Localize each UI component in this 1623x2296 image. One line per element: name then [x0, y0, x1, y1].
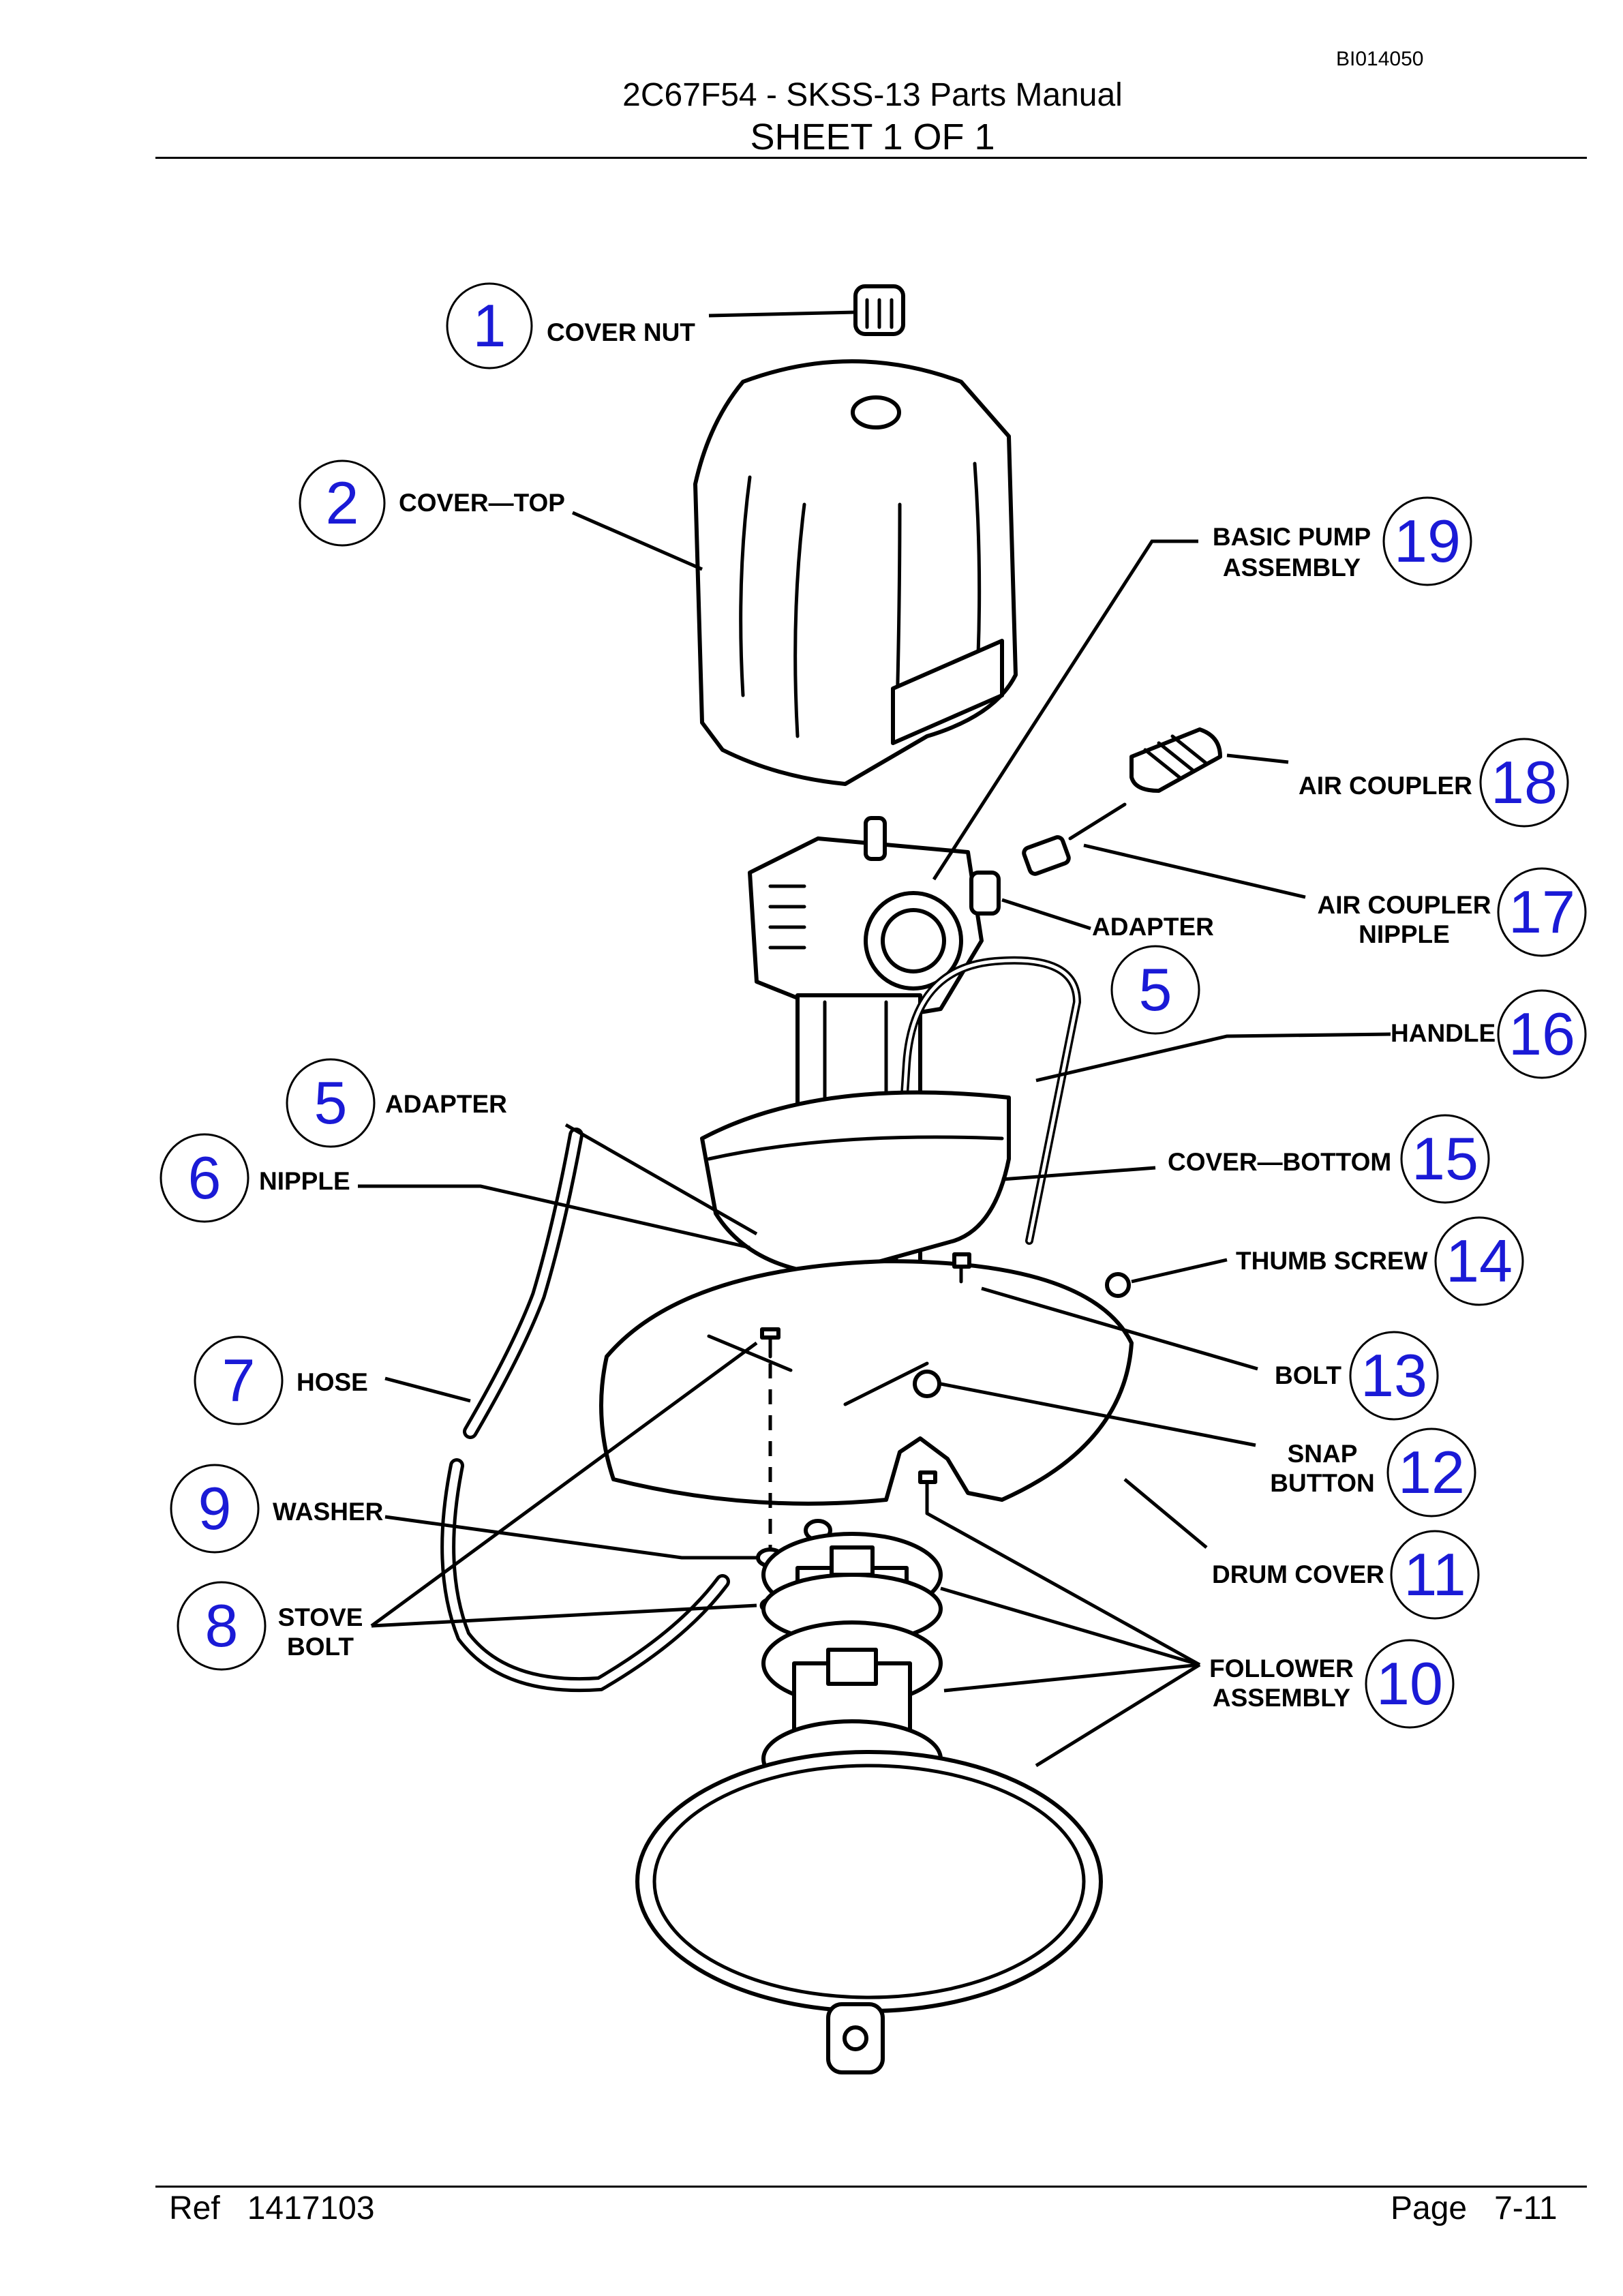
callout-17: 17 AIR COUPLER NIPPLE — [1318, 867, 1587, 957]
callout-number: 14 — [1446, 1227, 1513, 1295]
callout-label: NIPPLE — [259, 1167, 350, 1195]
callout-label: THUMB SCREW — [1236, 1247, 1428, 1275]
callout-bubble — [1390, 1530, 1480, 1620]
callout-label: BUTTON — [1270, 1469, 1374, 1497]
air-coupler-nipple-part — [1022, 835, 1071, 876]
callout-bubble — [1365, 1639, 1455, 1729]
callout-label: COVER—TOP — [399, 489, 565, 517]
callout-bubble — [177, 1581, 267, 1671]
callout-16: 16 HANDLE — [1391, 989, 1587, 1079]
callout-bubble — [1434, 1216, 1524, 1306]
callout-label: SNAP — [1288, 1440, 1358, 1468]
callout-bubble — [1497, 989, 1587, 1079]
callout-label: WASHER — [273, 1498, 383, 1526]
callout-label: NIPPLE — [1359, 920, 1450, 948]
footer-divider — [155, 2186, 1587, 2188]
sheet-number: SHEET 1 OF 1 — [750, 117, 995, 157]
callout-label: AIR COUPLER — [1299, 772, 1472, 800]
callout-7: 7 HOSE — [194, 1335, 368, 1425]
callout-label: COVER—BOTTOM — [1168, 1148, 1391, 1176]
callout-bubble — [160, 1133, 249, 1223]
hose-part — [440, 1128, 730, 1693]
callout-label: ASSEMBLY — [1213, 1684, 1351, 1712]
callout-number: 5 — [314, 1069, 348, 1136]
callout-8: 8 STOVE BOLT — [177, 1581, 363, 1671]
callout-label: FOLLOWER — [1209, 1655, 1354, 1682]
document-title: 2C67F54 - SKSS-13 Parts Manual — [622, 77, 1123, 113]
callout-14: 14 THUMB SCREW — [1236, 1216, 1524, 1306]
callout-6: 6 NIPPLE — [160, 1133, 350, 1223]
callout-label: BOLT — [287, 1633, 354, 1661]
callout-number: 19 — [1394, 507, 1461, 575]
callout-number: 15 — [1412, 1125, 1478, 1192]
callout-label: ADAPTER — [385, 1090, 507, 1118]
callout-number: 8 — [205, 1592, 239, 1659]
callout-5-hose: 5 ADAPTER — [286, 1058, 507, 1148]
callout-label: STOVE — [278, 1603, 363, 1631]
callout-2: 2 COVER—TOP — [299, 459, 565, 547]
callout-1: 1 COVER NUT — [446, 282, 695, 369]
callout-label: DRUM COVER — [1212, 1560, 1384, 1588]
callout-bubble — [1349, 1331, 1439, 1421]
page-number: Page 7-11 — [1391, 2190, 1558, 2226]
callout-number: 13 — [1361, 1342, 1427, 1409]
callout-5-pump: 5 ADAPTER — [1092, 913, 1214, 1035]
callout-11: 11 DRUM COVER — [1212, 1530, 1480, 1620]
basic-pump-head-part — [748, 816, 1001, 1025]
callout-label: BASIC PUMP — [1213, 523, 1371, 551]
callout-bubble — [170, 1464, 260, 1554]
callout-bubble — [1400, 1114, 1490, 1204]
callout-label: COVER NUT — [547, 318, 695, 346]
callout-10: 10 FOLLOWER ASSEMBLY — [1209, 1639, 1455, 1729]
handle-part — [882, 956, 1082, 1381]
callout-12: 12 SNAP BUTTON — [1270, 1428, 1476, 1517]
callout-bubble — [1382, 496, 1472, 586]
callout-bubble — [1497, 867, 1587, 957]
callout-label: ASSEMBLY — [1223, 554, 1361, 581]
callout-13: 13 BOLT — [1275, 1331, 1439, 1421]
callout-label: AIR COUPLER — [1318, 891, 1491, 919]
callout-number: 16 — [1508, 1000, 1575, 1068]
callout-bubble — [1479, 738, 1569, 828]
callout-bubble — [1110, 945, 1200, 1035]
callout-label: HOSE — [297, 1368, 368, 1396]
callout-18: 18 AIR COUPLER — [1299, 738, 1569, 828]
footer-reference: Ref 1417103 — [169, 2190, 375, 2226]
header-divider — [155, 157, 1587, 159]
callout-number: 5 — [1139, 956, 1172, 1023]
top-cover-part — [693, 359, 1018, 786]
callout-number: 18 — [1491, 749, 1558, 816]
callout-label: BOLT — [1275, 1361, 1341, 1389]
callout-bubble — [299, 459, 386, 547]
callout-number: 11 — [1404, 1541, 1466, 1608]
callout-label: HANDLE — [1391, 1019, 1496, 1047]
callout-number: 12 — [1398, 1438, 1465, 1506]
callout-19: 19 BASIC PUMP ASSEMBLY — [1213, 496, 1472, 586]
callout-9: 9 WASHER — [170, 1464, 383, 1554]
follower-plate-part — [635, 1750, 1103, 2074]
callout-15: 15 COVER—BOTTOM — [1168, 1114, 1490, 1204]
callout-number: 10 — [1376, 1650, 1443, 1717]
cover-nut-part — [853, 284, 905, 336]
callout-number: 6 — [188, 1144, 222, 1211]
callout-number: 17 — [1508, 878, 1575, 946]
document-code: BI014050 — [1336, 48, 1424, 70]
callout-bubble — [446, 282, 533, 369]
callout-bubble — [194, 1335, 284, 1425]
bottom-cover-part — [700, 1090, 1011, 1277]
callout-label: ADAPTER — [1092, 913, 1214, 941]
callout-number: 7 — [222, 1346, 256, 1414]
callout-number: 9 — [198, 1475, 232, 1542]
callout-bubble — [286, 1058, 376, 1148]
callout-bubble — [1386, 1428, 1476, 1517]
air-coupler-part — [1068, 727, 1222, 841]
callout-number: 2 — [326, 469, 359, 537]
callout-number: 1 — [473, 292, 506, 359]
leader-lines — [358, 310, 1391, 1768]
parts-illustration — [440, 284, 1222, 2074]
